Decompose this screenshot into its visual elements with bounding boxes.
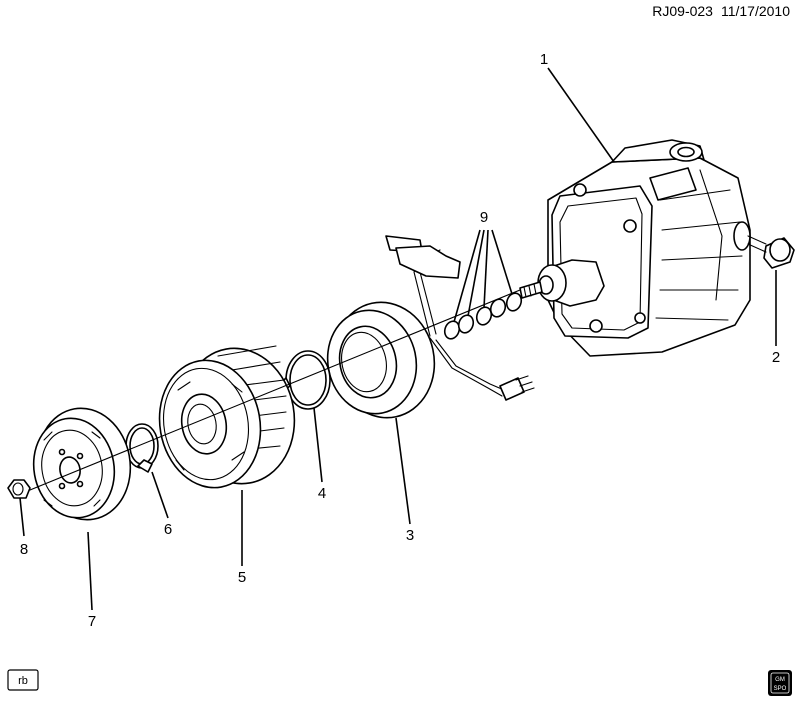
drawing-date: 11/17/2010 bbox=[721, 3, 790, 19]
leader-lines bbox=[19, 67, 777, 611]
callout-4: 4 bbox=[318, 485, 326, 502]
drawing-header: RJ09-023 11/17/2010 bbox=[652, 3, 790, 19]
footer-tag-text: rb bbox=[18, 675, 28, 687]
relief-valve-part-2 bbox=[747, 235, 795, 269]
clutch-coil-part-3 bbox=[326, 301, 436, 419]
logo-top-text: GM bbox=[775, 677, 785, 683]
callout-2: 2 bbox=[772, 349, 780, 366]
drawing-id: RJ09-023 bbox=[652, 3, 713, 19]
logo-bottom-text: SPO bbox=[774, 686, 787, 692]
nut-part-8 bbox=[7, 479, 31, 499]
clutch-hub-part-7 bbox=[32, 407, 132, 521]
callout-3: 3 bbox=[406, 527, 414, 544]
gm-spo-logo: GM SPO bbox=[768, 670, 792, 696]
snap-ring-part-4 bbox=[277, 350, 331, 410]
callout-8: 8 bbox=[20, 541, 28, 558]
callout-5: 5 bbox=[238, 569, 246, 586]
clutch-coil-harness bbox=[385, 235, 535, 401]
o-rings-part-9 bbox=[443, 292, 523, 340]
pulley-part-5 bbox=[158, 345, 296, 489]
assembly-axis-line bbox=[29, 289, 521, 491]
callout-7: 7 bbox=[88, 613, 96, 630]
compressor-part-1 bbox=[519, 139, 751, 357]
callout-9: 9 bbox=[480, 209, 488, 226]
footer-tag-box: rb bbox=[7, 669, 39, 691]
callout-6: 6 bbox=[164, 521, 172, 538]
callout-1: 1 bbox=[540, 51, 548, 68]
snap-ring-part-6 bbox=[125, 423, 159, 473]
